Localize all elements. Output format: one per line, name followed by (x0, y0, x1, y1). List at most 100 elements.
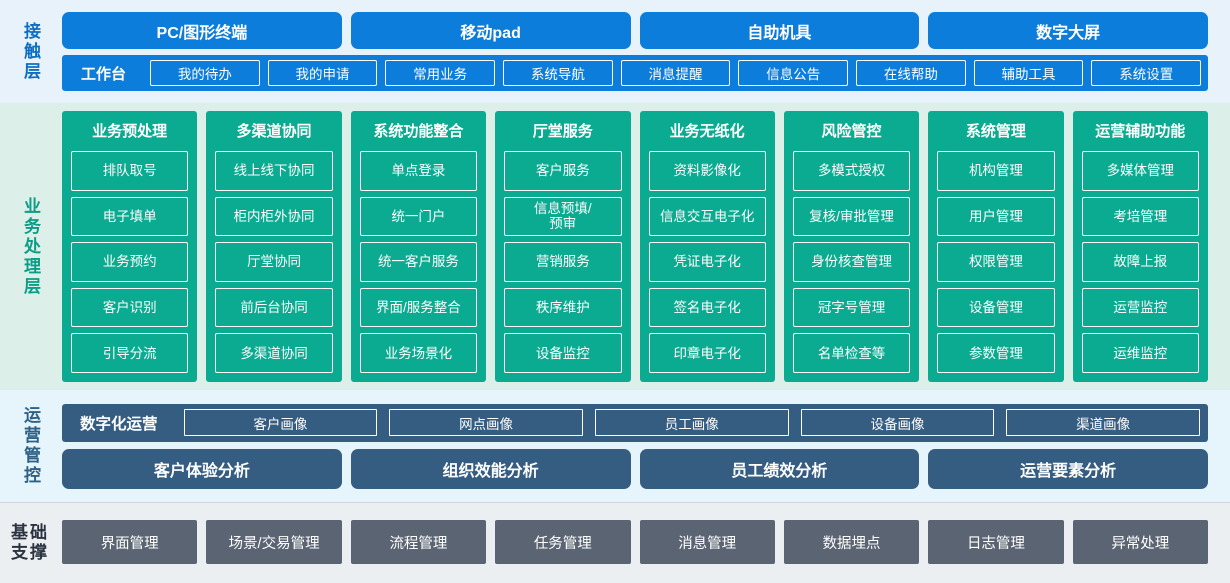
business-column-system-management: 系统管理 机构管理 用户管理 权限管理 设备管理 参数管理 (928, 111, 1064, 382)
layer-business: 业务处理层 业务预处理 排队取号 电子填单 业务预约 客户识别 引导分流 多渠道… (0, 103, 1230, 390)
workbench-item-message-reminder[interactable]: 消息提醒 (620, 60, 731, 86)
business-item-multi-channel-collab[interactable]: 多渠道协同 (215, 333, 333, 373)
business-item-user-management[interactable]: 用户管理 (937, 196, 1055, 237)
layer-label-contact-text: 接触层 (21, 21, 41, 82)
workbench-item-auxiliary-tools[interactable]: 辅助工具 (973, 60, 1084, 86)
layer-label-contact: 接触层 (0, 0, 60, 103)
business-column-risk-control: 风险管控 多模式授权 复核/审批管理 身份核查管理 冠字号管理 名单检查等 (783, 111, 920, 382)
business-item-voucher-electronic[interactable]: 凭证电子化 (648, 242, 766, 282)
business-column-title: 业务无纸化 (669, 123, 745, 140)
channel-chip-pc[interactable]: PC/图形终端 (62, 12, 342, 49)
layer-operations-body: 数字化运营 客户画像 网点画像 员工画像 设备画像 渠道画像 客户体验分析 组织… (60, 390, 1230, 502)
business-item-ui-service-integration[interactable]: 界面/服务整合 (359, 287, 478, 328)
business-item-unified-portal[interactable]: 统一门户 (359, 196, 478, 237)
business-item-permission-management[interactable]: 权限管理 (937, 242, 1055, 282)
operations-analysis-row: 客户体验分析 组织效能分析 员工绩效分析 运营要素分析 (62, 448, 1208, 489)
business-item-device-management[interactable]: 设备管理 (937, 287, 1055, 328)
business-item-single-sign-on[interactable]: 单点登录 (359, 151, 478, 191)
business-item-business-scenarioization[interactable]: 业务场景化 (359, 333, 478, 373)
business-item-front-back-office-collab[interactable]: 前后台协同 (215, 287, 333, 328)
business-item-info-exchange-electronic[interactable]: 信息交互电子化 (648, 196, 766, 237)
foundation-row: 界面管理 场景/交易管理 流程管理 任务管理 消息管理 数据埋点 日志管理 异常… (62, 520, 1208, 564)
workbench-item-common-business[interactable]: 常用业务 (385, 60, 496, 86)
foundation-chip-scenario-transaction-management[interactable]: 场景/交易管理 (206, 520, 342, 564)
business-column-multi-channel: 多渠道协同 线上线下协同 柜内柜外协同 厅堂协同 前后台协同 多渠道协同 (206, 111, 342, 382)
business-item-queue-ticket[interactable]: 排队取号 (71, 151, 189, 191)
business-item-identity-verification-management[interactable]: 身份核查管理 (792, 242, 911, 282)
workbench-item-online-help[interactable]: 在线帮助 (856, 60, 966, 86)
analysis-chip-operation-elements[interactable]: 运营要素分析 (928, 448, 1208, 489)
workbench-item-my-todo[interactable]: 我的待办 (150, 60, 260, 86)
layer-label-business-text: 业务处理层 (21, 196, 41, 297)
workbench-item-system-settings[interactable]: 系统设置 (1091, 60, 1202, 86)
portrait-item-device[interactable]: 设备画像 (800, 409, 995, 436)
business-column-title: 多渠道协同 (236, 123, 312, 140)
business-item-electronic-form[interactable]: 电子填单 (71, 196, 189, 237)
workbench-item-information-bulletin[interactable]: 信息公告 (738, 60, 849, 86)
business-item-customer-service[interactable]: 客户服务 (504, 151, 622, 191)
business-item-multimedia-management[interactable]: 多媒体管理 (1081, 151, 1199, 191)
digital-operations-title: 数字化运营 (80, 415, 158, 433)
business-item-unified-customer-service[interactable]: 统一客户服务 (359, 242, 478, 282)
business-column-lobby-service: 厅堂服务 客户服务 信息预填/ 预审 营销服务 秩序维护 设备监控 (495, 111, 631, 382)
business-item-multi-mode-authorization[interactable]: 多模式授权 (792, 151, 911, 191)
layer-contact-body: PC/图形终端 移动pad 自助机具 数字大屏 工作台 我的待办 我的申请 常用… (60, 0, 1230, 103)
analysis-chip-employee-performance[interactable]: 员工绩效分析 (639, 448, 920, 489)
business-column-operation-support: 运营辅助功能 多媒体管理 考培管理 故障上报 运营监控 运维监控 (1072, 111, 1208, 382)
business-item-guidance-diversion[interactable]: 引导分流 (71, 333, 189, 373)
workbench-item-my-application[interactable]: 我的申请 (267, 60, 378, 86)
layer-label-operations: 运营管控 (0, 390, 60, 502)
business-item-review-approval-management[interactable]: 复核/审批管理 (792, 196, 911, 237)
business-item-document-imaging[interactable]: 资料影像化 (648, 151, 766, 191)
foundation-chip-ui-management[interactable]: 界面管理 (62, 520, 198, 564)
channel-row: PC/图形终端 移动pad 自助机具 数字大屏 (62, 12, 1208, 49)
business-column-title: 业务预处理 (92, 123, 168, 140)
portrait-item-branch[interactable]: 网点画像 (389, 409, 583, 436)
business-item-seal-electronic[interactable]: 印章电子化 (648, 333, 766, 373)
business-item-online-offline-collab[interactable]: 线上线下协同 (215, 151, 333, 191)
layer-label-business: 业务处理层 (0, 103, 60, 390)
business-item-info-prefill-prereview[interactable]: 信息预填/ 预审 (504, 196, 622, 237)
business-item-maintenance-monitoring[interactable]: 运维监控 (1081, 333, 1199, 373)
business-item-serial-number-management[interactable]: 冠字号管理 (792, 287, 911, 328)
portrait-item-customer[interactable]: 客户画像 (183, 409, 378, 436)
business-item-fault-reporting[interactable]: 故障上报 (1081, 242, 1199, 282)
business-item-watchlist-check[interactable]: 名单检查等 (792, 333, 911, 373)
workbench-bar: 工作台 我的待办 我的申请 常用业务 系统导航 消息提醒 信息公告 在线帮助 辅… (62, 55, 1208, 91)
portrait-item-employee[interactable]: 员工画像 (594, 409, 789, 436)
portrait-item-channel[interactable]: 渠道画像 (1006, 409, 1201, 436)
foundation-chip-log-management[interactable]: 日志管理 (928, 520, 1064, 564)
channel-chip-self-service-kiosk[interactable]: 自助机具 (639, 12, 920, 49)
business-item-training-management[interactable]: 考培管理 (1081, 196, 1199, 237)
layer-business-body: 业务预处理 排队取号 电子填单 业务预约 客户识别 引导分流 多渠道协同 线上线… (60, 103, 1230, 390)
foundation-chip-process-management[interactable]: 流程管理 (350, 520, 487, 564)
business-item-appointment[interactable]: 业务预约 (71, 242, 189, 282)
foundation-chip-exception-handling[interactable]: 异常处理 (1072, 520, 1208, 564)
analysis-chip-organizational-efficiency[interactable]: 组织效能分析 (350, 448, 631, 489)
digital-operations-bar: 数字化运营 客户画像 网点画像 员工画像 设备画像 渠道画像 (62, 403, 1208, 442)
foundation-chip-data-tracking[interactable]: 数据埋点 (783, 520, 920, 564)
layer-contact: 接触层 PC/图形终端 移动pad 自助机具 数字大屏 工作台 我的待办 我的申… (0, 0, 1230, 103)
workbench-title: 工作台 (81, 65, 127, 83)
business-item-customer-identification[interactable]: 客户识别 (71, 287, 189, 328)
foundation-chip-task-management[interactable]: 任务管理 (495, 520, 631, 564)
business-item-operation-monitoring[interactable]: 运营监控 (1081, 287, 1199, 328)
workbench-item-system-navigation[interactable]: 系统导航 (503, 60, 613, 86)
business-item-parameter-management[interactable]: 参数管理 (937, 333, 1055, 373)
business-item-lobby-collab[interactable]: 厅堂协同 (215, 242, 333, 282)
channel-chip-digital-screen[interactable]: 数字大屏 (928, 12, 1208, 49)
analysis-chip-customer-experience[interactable]: 客户体验分析 (62, 448, 342, 489)
channel-chip-mobile-pad[interactable]: 移动pad (350, 12, 631, 49)
business-item-order-maintenance[interactable]: 秩序维护 (504, 287, 622, 328)
business-item-device-monitoring[interactable]: 设备监控 (504, 333, 622, 373)
business-column-title: 运营辅助功能 (1095, 123, 1186, 140)
business-item-marketing-service[interactable]: 营销服务 (504, 242, 622, 282)
foundation-chip-message-management[interactable]: 消息管理 (639, 520, 775, 564)
business-column-title: 厅堂服务 (532, 123, 593, 140)
business-item-counter-inside-outside-collab[interactable]: 柜内柜外协同 (215, 196, 333, 237)
business-column-pre-processing: 业务预处理 排队取号 电子填单 业务预约 客户识别 引导分流 (62, 111, 198, 382)
business-item-signature-electronic[interactable]: 签名电子化 (648, 287, 766, 328)
business-column-title: 系统管理 (965, 123, 1026, 140)
business-item-organization-management[interactable]: 机构管理 (937, 151, 1055, 191)
